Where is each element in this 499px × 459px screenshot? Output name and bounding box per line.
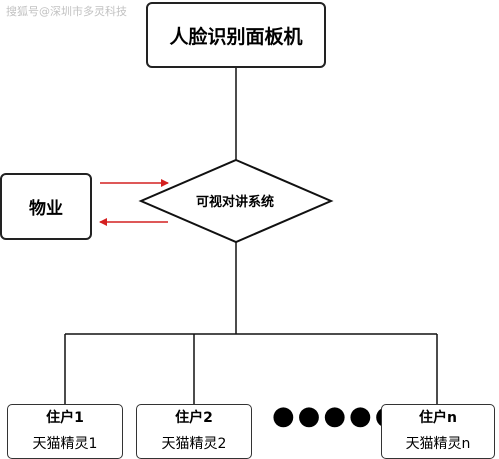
property-label: 物业 [29, 199, 63, 219]
face-panel-label: 人脸识别面板机 [169, 25, 303, 48]
resident-node-n: 住户n 天猫精灵n [381, 404, 495, 459]
watermark: 搜狐号@深圳市多灵科技 [6, 5, 127, 18]
resident-label: 住户1 [46, 410, 84, 426]
resident-device: 天猫精灵2 [161, 436, 227, 452]
face-panel-node: 人脸识别面板机 [146, 2, 326, 68]
resident-node-2: 住户2 天猫精灵2 [136, 404, 252, 459]
intercom-label: 可视对讲系统 [195, 195, 274, 210]
resident-device: 天猫精灵1 [32, 436, 98, 452]
resident-device: 天猫精灵n [405, 436, 471, 452]
resident-label: 住户2 [175, 410, 213, 426]
property-node: 物业 [0, 173, 92, 240]
resident-label: 住户n [419, 410, 457, 426]
resident-node-1: 住户1 天猫精灵1 [7, 404, 123, 459]
